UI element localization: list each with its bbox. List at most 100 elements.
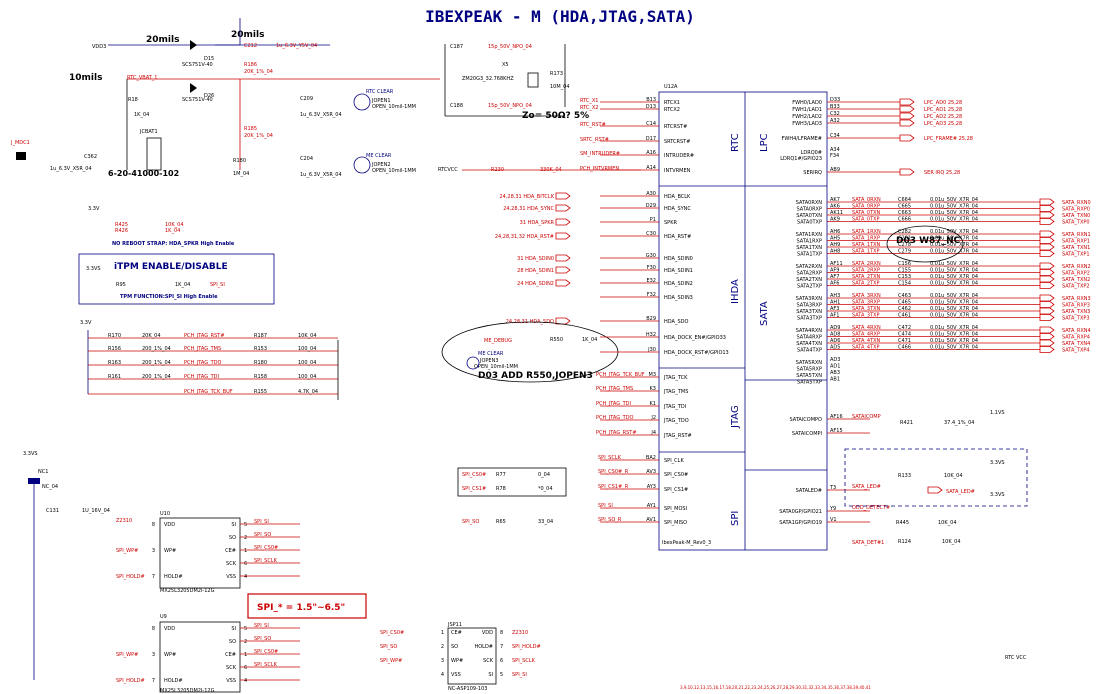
flash-pin-right: SI (231, 626, 236, 632)
spi-in-net: SPI_SCLK (598, 455, 622, 461)
sata-local-net: SATA_1RXP (852, 236, 880, 242)
sata-net-label: SATA_RXP2 (1062, 271, 1090, 277)
chip-pin-label: SATA4TXP (797, 348, 822, 354)
flash-pin-number: 5 (244, 522, 247, 528)
r445-val: 10K_04 (938, 520, 957, 526)
chip-pin-number: AH6 (830, 229, 840, 235)
sata-local-net: SATA_3RXN (852, 293, 881, 299)
chip-pin-number: AH5 (830, 236, 840, 242)
net-arrow-icon (555, 232, 571, 240)
sata-local-net: SATA_0TXN (852, 210, 881, 216)
r173-ref: R173 (550, 71, 563, 77)
chip-pin-number: D13 (646, 104, 656, 110)
r186-val: 20K_1%_04 (244, 69, 273, 75)
hda-net-label: 31 HDA_SPKR (520, 220, 555, 226)
vcc3-a: 3.3V (88, 206, 100, 212)
jtag-r-left-ref: R161 (108, 374, 121, 380)
r173-val: 10M_04 (550, 84, 570, 90)
sata-misc-net: SATAICOMP (852, 414, 881, 420)
chip-pin-label: RTCRST# (664, 124, 687, 130)
mils10-label: 10mils (69, 73, 102, 83)
rtc-tail: RTC VCC (1005, 655, 1027, 661)
hda-net-label: 24,28,31 HDA_SYNC (503, 206, 554, 212)
c212-val: 1u_6.3V_Y5V_04 (276, 43, 317, 49)
net-arrow-icon (555, 192, 571, 200)
net-arrow-icon (555, 254, 571, 262)
chip-pin-label: FWH1/LAD1 (792, 107, 822, 113)
chip-pin-label: FWH4/LFRAME# (782, 136, 822, 142)
sata-net-label: SATA_RXN2 (1062, 264, 1091, 270)
net-arrow-icon (1039, 346, 1055, 353)
sata-cap-val: 0.01u_50V_X7R_04 (930, 249, 978, 255)
jtag-net-label: PCH_JTAG_TCK_BUF (184, 389, 233, 395)
r18-val: 1K_04 (134, 112, 149, 118)
sata-net-label: SATA_RXN1 (1062, 232, 1091, 238)
sec-lpc: LPC (759, 133, 770, 152)
z2310-a: Z2310 (116, 518, 132, 524)
sata-misc-net: SATA_LED# (852, 484, 881, 490)
chip-pin-number: AF16 (830, 414, 843, 420)
jopen2-icon (353, 156, 371, 174)
sata-local-net: SATA_2TXN (852, 274, 881, 280)
sata-cap-val: 0.01u_50V_X7R_04 (930, 217, 978, 223)
net-arrow-icon (1039, 250, 1055, 257)
flash-pin-number: 6 (244, 665, 247, 671)
rtc-net-label: SRTC_RST# (580, 137, 609, 143)
d03-add-note: D03 ADD R550,JOPEN3 (478, 371, 593, 381)
net-arrow-icon (555, 279, 571, 287)
flash-pin-number: 2 (244, 639, 247, 645)
chip-pin-label: SATA0TXN (796, 213, 822, 219)
chip-pin-label: SATA4TXN (796, 341, 822, 347)
jtag-in-net: PCH_JTAG_TCK_BUF (596, 372, 645, 378)
sata-local-net: SATA_0TXP (852, 217, 880, 223)
u12a-bottom: IbexPeak-M_Rev0_3 (662, 540, 711, 546)
chip-pin-number: D33 (830, 97, 840, 103)
c188-ref: C188 (450, 103, 463, 109)
jtag-r-right-ref: R158 (254, 374, 267, 380)
net-arrow-icon (1039, 339, 1055, 347)
w87-ellipse (886, 225, 964, 263)
sata-cap-ref: C278 (898, 242, 911, 248)
chip-pin-number: B33 (830, 104, 840, 110)
vcc3s-odd: 3.3VS (990, 492, 1005, 498)
jcbat-box (146, 137, 162, 171)
chip-pin-label: SPI_CS1# (664, 487, 688, 493)
chip-pin-label: SATALED# (796, 488, 822, 494)
u9-body (159, 621, 241, 693)
net-arrow-icon (899, 168, 915, 176)
chip-pin-number: AD9 (830, 325, 840, 331)
lpc-net-label: LPC_AD3 25,28 (924, 121, 962, 127)
d15-icon (190, 40, 197, 50)
sec-rtc: RTC (730, 133, 741, 152)
jsp-net-left: SPI_CS0# (380, 630, 404, 636)
flash-wp-net: SPI_WP# (116, 652, 138, 658)
sata-cap-val: 0.01u_50V_X7R_04 (930, 236, 978, 242)
net-arrow-icon (899, 105, 915, 113)
u10-body (159, 517, 241, 589)
sata-net-label: SATA_RXN4 (1062, 328, 1091, 334)
chip-pin-label: HDA_SDIN3 (664, 295, 693, 301)
jmdc-icon (16, 152, 26, 160)
chip-pin-label: SPI_MOSI (664, 506, 687, 512)
hda-net-label: 31 HDA_SDIN0 (517, 256, 554, 262)
flash-pin-right: SCK (226, 665, 237, 671)
lpc-net-label: LPC_AD0 25,28 (924, 100, 962, 106)
jsp-pin-number: 8 (500, 630, 503, 636)
sec-spi: SPI (730, 511, 741, 526)
flash-pin-number: 3 (152, 652, 155, 658)
d03-w87-note: D03 W87_NC (896, 236, 961, 246)
spi-cs-box (457, 467, 567, 497)
chip-pin-number: F32 (647, 292, 656, 298)
u10-ref: U10 (160, 511, 170, 517)
x5-ref: X5 (502, 62, 509, 68)
spi-so-net: SPI_SO (462, 519, 479, 525)
chip-pin-label: SATA3RXP (797, 303, 822, 309)
chip-pin-number: J2 (650, 415, 656, 421)
sata-net-label: SATA_RXP1 (1062, 239, 1090, 245)
chip-pin-label: SATA4RXN (796, 328, 822, 334)
chip-pin-number: C14 (646, 121, 656, 127)
jsp-pin-right: HOLD# (474, 644, 493, 650)
chip-pin-label: SATA5RXN (796, 360, 822, 366)
